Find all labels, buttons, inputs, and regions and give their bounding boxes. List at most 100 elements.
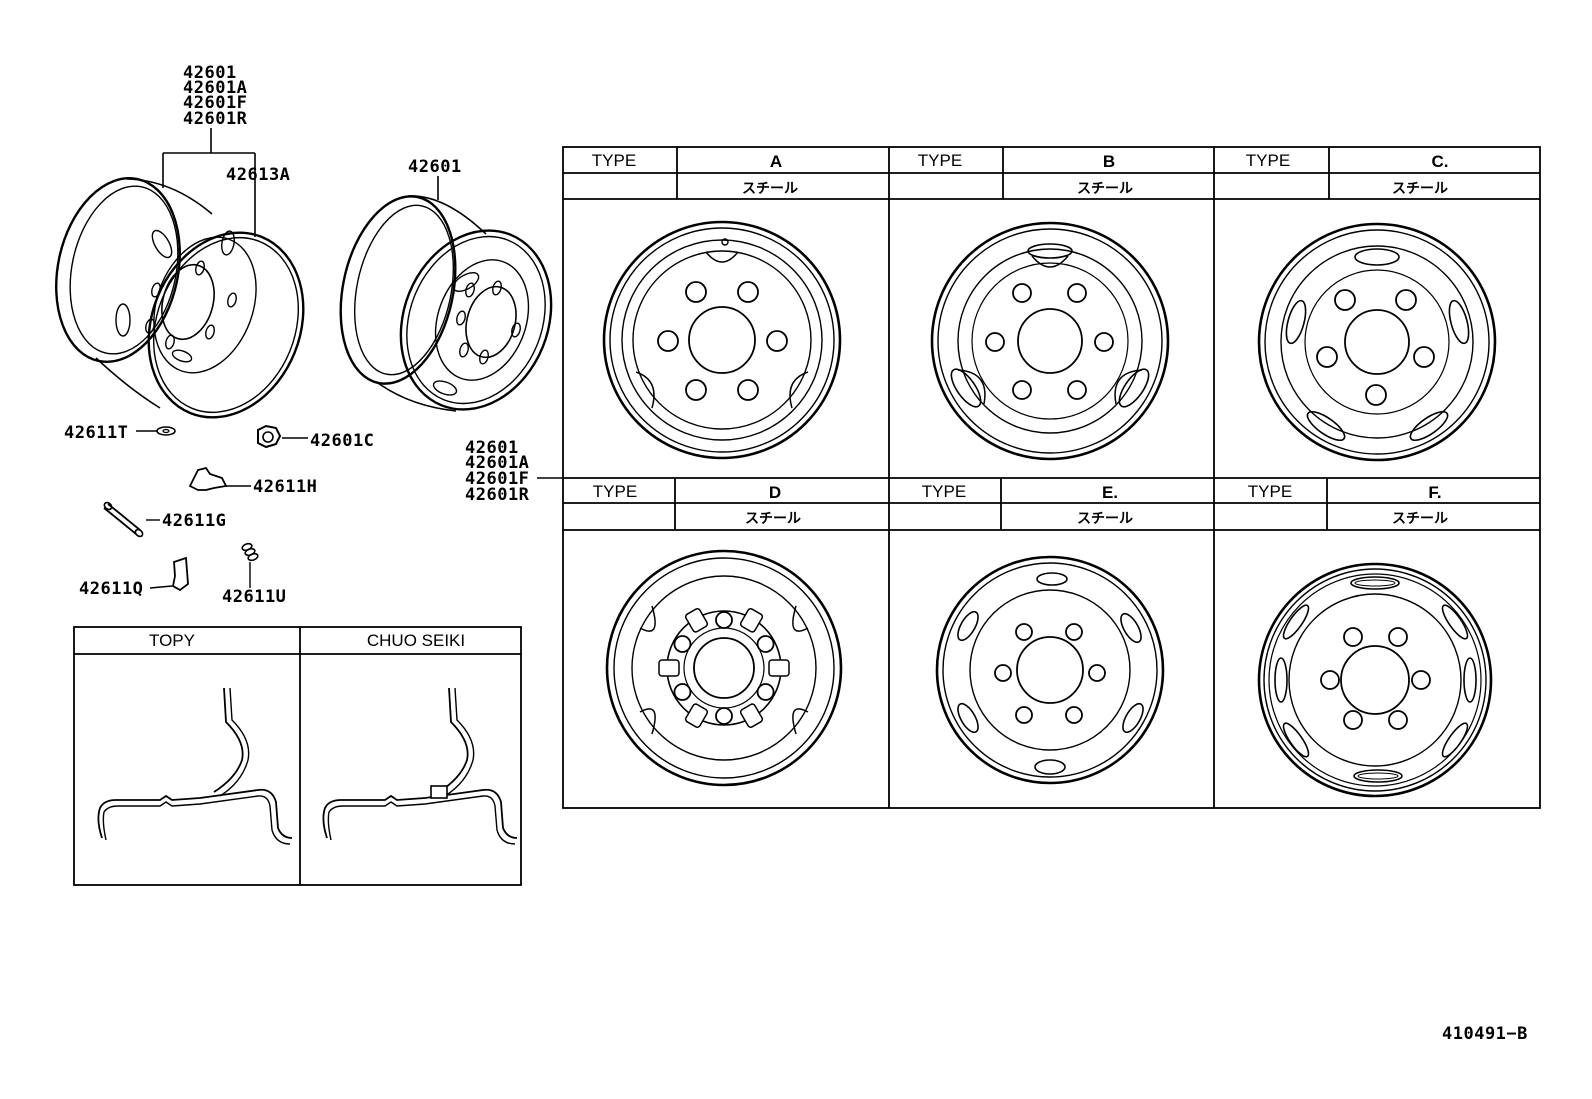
wheel-type-b-drawing bbox=[930, 221, 1170, 461]
hub-bore bbox=[1017, 308, 1083, 374]
rim-ring bbox=[1264, 229, 1490, 455]
material-label: スチール bbox=[742, 181, 798, 197]
bolt-hole bbox=[673, 683, 692, 701]
bolt-hole bbox=[1413, 346, 1435, 368]
type-code-f: F. bbox=[1428, 483, 1441, 502]
vent-slot bbox=[151, 229, 173, 259]
bolt-hole bbox=[492, 280, 502, 296]
bolt-hole bbox=[715, 611, 733, 629]
vent-slot bbox=[171, 349, 193, 363]
cutout bbox=[792, 605, 809, 632]
rim-ring bbox=[930, 221, 1170, 461]
lock-ring bbox=[430, 785, 448, 799]
vent-slot bbox=[1036, 572, 1068, 586]
bolt-hole bbox=[479, 349, 489, 365]
ring-part-number: 42613A bbox=[226, 165, 290, 185]
rim-ring bbox=[602, 220, 842, 460]
lug-boss bbox=[768, 659, 790, 677]
bolt-hole bbox=[657, 330, 679, 352]
wheel-type-f-drawing bbox=[1257, 562, 1493, 798]
bolt-hole bbox=[737, 379, 759, 401]
bolt-hole bbox=[459, 342, 469, 358]
bolt-hole bbox=[1365, 384, 1387, 406]
wheel-type-e-drawing bbox=[935, 555, 1165, 785]
vent-slot bbox=[950, 368, 982, 408]
type-label: TYPE bbox=[592, 151, 636, 170]
vent-slot bbox=[1409, 410, 1449, 442]
part-number: 42601R bbox=[183, 109, 248, 129]
rim-ring bbox=[1257, 562, 1493, 798]
rim-ring bbox=[957, 248, 1143, 434]
hub-bore bbox=[465, 285, 517, 359]
bolt-hole bbox=[1067, 380, 1087, 400]
lug-boss bbox=[684, 703, 709, 728]
type-code-c: C. bbox=[1432, 152, 1449, 171]
vent-slot bbox=[1354, 248, 1400, 266]
center-part-number-stack: 42601 42601A 42601F 42601R bbox=[465, 438, 529, 505]
rim-ring bbox=[942, 562, 1158, 778]
rim-ring bbox=[621, 239, 823, 441]
vent-slot bbox=[1120, 612, 1142, 644]
valve-cap-icon bbox=[188, 466, 228, 491]
valve-stem-icon bbox=[103, 503, 141, 535]
vent-slot bbox=[221, 230, 235, 256]
bolt-hole bbox=[456, 310, 466, 326]
material-label: スチール bbox=[1392, 181, 1448, 197]
rim-ring bbox=[1268, 573, 1482, 787]
hub-bore bbox=[1340, 645, 1410, 715]
bolt-hole bbox=[465, 282, 475, 298]
rim-ring bbox=[1280, 245, 1474, 439]
rim-edge bbox=[407, 195, 487, 235]
rim-ring bbox=[613, 557, 835, 779]
hub-bore bbox=[161, 263, 215, 341]
vent-slot bbox=[1034, 759, 1066, 775]
back-rim bbox=[339, 195, 457, 385]
type-label: TYPE bbox=[1248, 482, 1292, 501]
vent-slot bbox=[1448, 299, 1470, 345]
vent-slot-inner bbox=[1354, 579, 1396, 587]
vent-slot bbox=[1282, 604, 1310, 640]
valve-ring-icon bbox=[156, 426, 176, 436]
bolt-hole bbox=[1320, 670, 1340, 690]
vent-slot bbox=[1353, 769, 1403, 783]
front-rim-lip bbox=[406, 235, 546, 405]
bolt-hole bbox=[756, 683, 775, 701]
bolt-hole bbox=[1015, 706, 1033, 724]
bolt-hole bbox=[1343, 710, 1363, 730]
spring-coil-icon bbox=[247, 552, 259, 562]
rim-ring bbox=[1257, 222, 1497, 462]
rim-ring bbox=[937, 228, 1163, 454]
flange-ring-outer bbox=[147, 231, 305, 419]
disc-profile bbox=[213, 687, 244, 793]
bolt-hole bbox=[1388, 627, 1408, 647]
rim-ring bbox=[935, 555, 1165, 785]
rim-profile bbox=[322, 788, 518, 839]
bolt-hole bbox=[1334, 289, 1356, 311]
vent-slot bbox=[1350, 576, 1400, 590]
material-label: スチール bbox=[745, 511, 801, 527]
part-number: 42601F bbox=[183, 93, 247, 113]
wheel-type-d-drawing bbox=[605, 549, 843, 787]
exploded-wheel-with-ring-drawing bbox=[55, 176, 305, 419]
bolt-hole bbox=[1012, 380, 1032, 400]
rim-edge bbox=[95, 357, 161, 409]
small-parts bbox=[103, 424, 308, 592]
bolt-hole bbox=[737, 281, 759, 303]
vent-slot bbox=[1441, 604, 1469, 640]
hub-bore bbox=[1016, 636, 1084, 704]
cutout bbox=[635, 371, 655, 409]
bolt-hole bbox=[1395, 289, 1417, 311]
table-border bbox=[73, 626, 522, 886]
part-number-q: 42611Q bbox=[79, 579, 143, 599]
bolt-hole bbox=[1411, 670, 1431, 690]
rim-ring bbox=[971, 262, 1129, 420]
type-code-e: E. bbox=[1102, 483, 1118, 502]
lug-boss bbox=[658, 659, 680, 677]
material-label: スチール bbox=[1077, 511, 1133, 527]
rim-maker-table: TOPY CHUO SEIKI bbox=[73, 626, 522, 886]
vent-slot bbox=[1306, 410, 1346, 442]
bolt-hole bbox=[195, 260, 205, 276]
part-number: 42601 bbox=[465, 438, 519, 458]
topy-rim-cross-section bbox=[97, 687, 293, 845]
